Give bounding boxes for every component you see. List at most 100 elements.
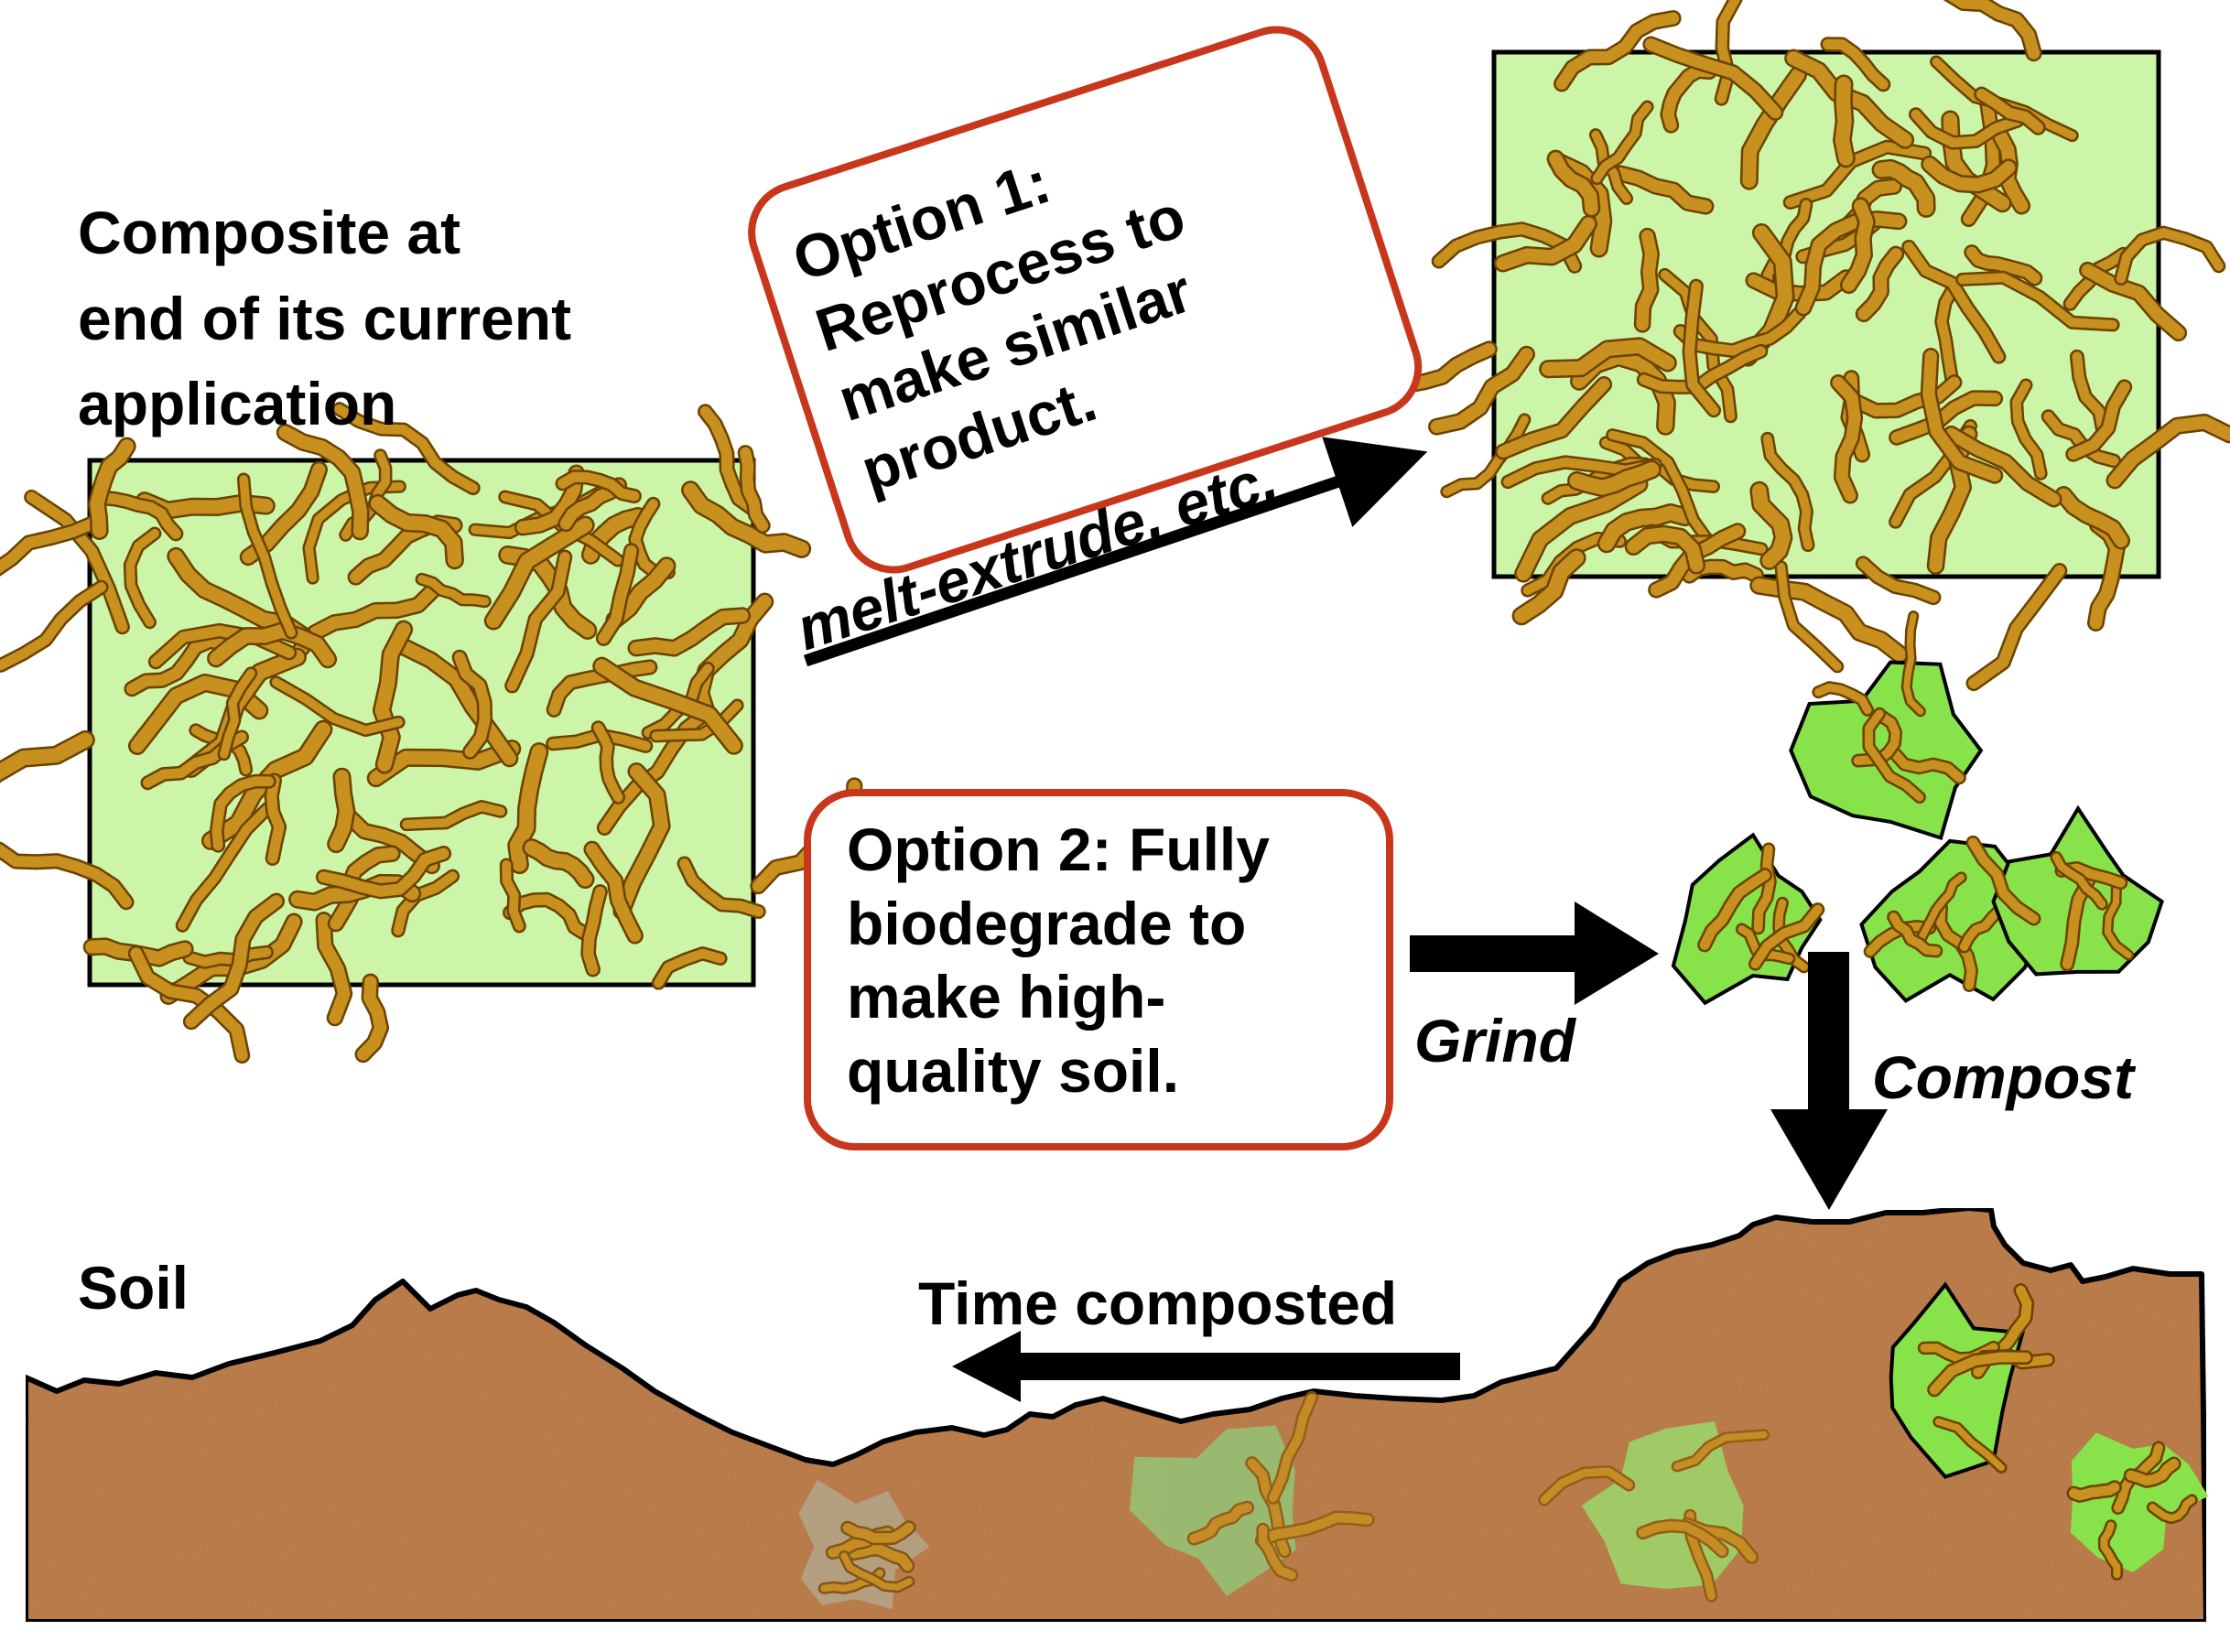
buried-degrading-fragments (798, 1281, 2209, 1610)
composite-fragment (1889, 1281, 2055, 1479)
fiber-core (1968, 565, 2065, 689)
composite-fragment (1538, 1421, 1770, 1603)
fiber (1428, 345, 1535, 436)
composite-fragment (1965, 804, 2164, 977)
fiber (1751, 842, 1777, 935)
fiber (2102, 880, 2135, 961)
fiber-core (2067, 381, 2130, 460)
fiber (1830, 374, 1864, 504)
fiber-core (2062, 875, 2094, 969)
fiber (175, 802, 275, 933)
fiber-core (294, 583, 440, 656)
fiber-core (1751, 483, 1791, 568)
fiber-core (509, 744, 547, 872)
fiber (1672, 306, 1807, 359)
fiber-core (0, 582, 107, 671)
fiber-core (1842, 199, 1874, 292)
fiber-core (516, 467, 583, 534)
fiber-core (1864, 709, 1924, 802)
fiber-core (1903, 612, 1924, 715)
fiber-core (1627, 527, 1704, 573)
composite-label-line: application (78, 370, 397, 438)
fiber-core (2051, 853, 2106, 909)
fiber-core (1516, 477, 1646, 581)
fiber (1636, 343, 1769, 394)
fiber (209, 773, 276, 853)
fiber-core (1569, 462, 1660, 495)
fiber-core (271, 677, 404, 735)
fiber (1833, 74, 1856, 168)
fiber-core (1555, 12, 1680, 90)
fiber-core (1968, 837, 2039, 923)
fiber-core (185, 895, 283, 1028)
fiber (94, 490, 184, 542)
fiber (331, 402, 481, 496)
option2-text: Option 2: Fully biodegrade to make high-… (847, 813, 1270, 1107)
fiber-core (654, 948, 726, 988)
fiber (124, 632, 234, 697)
fiber-core (2069, 1482, 2120, 1501)
fiber (1943, 425, 2062, 508)
fiber-core (1929, 1352, 2031, 1395)
fiber (1774, 560, 1845, 674)
ground-composite-fragments (1671, 610, 2164, 1006)
fiber-core (26, 491, 128, 632)
fiber-core (1549, 152, 1598, 216)
fiber (276, 423, 370, 541)
fiber-core (220, 668, 255, 759)
fiber-core (1832, 376, 1861, 502)
fiber (592, 656, 743, 755)
composite-square-left (0, 402, 863, 1064)
fiber-core (1549, 154, 1610, 256)
fiber (1943, 0, 2042, 62)
fiber (217, 666, 258, 761)
fiber-core (1957, 273, 2118, 329)
fiber-core (699, 405, 758, 514)
fiber-core (1857, 557, 1939, 603)
fiber (580, 884, 608, 977)
fiber (1820, 37, 1891, 92)
fiber-core (1684, 281, 1719, 416)
fiber (838, 1549, 915, 1593)
fiber-core (1258, 1525, 1296, 1580)
fiber-core (2104, 883, 2132, 959)
fiber (1920, 348, 2004, 484)
fiber-core (1269, 1393, 1316, 1503)
fiber (514, 464, 585, 536)
fiber (681, 480, 812, 558)
fiber (1495, 376, 1613, 460)
fiber-core (2126, 1458, 2180, 1486)
melt-extrude-arrow (803, 437, 1428, 667)
fiber (1862, 707, 1926, 804)
fiber (1964, 244, 2043, 286)
composite-label-line: Composite at (78, 199, 461, 266)
fiber (2146, 1494, 2198, 1525)
fiber (1887, 746, 1966, 785)
fiber (1901, 239, 2007, 364)
fiber-core (651, 700, 742, 740)
fiber (595, 543, 640, 646)
fiber-core (1541, 339, 1675, 376)
fiber (0, 841, 135, 911)
fiber (2097, 1519, 2123, 1581)
fiber-core (1639, 346, 1766, 393)
fiber (123, 526, 162, 630)
fiber-core (558, 471, 640, 502)
fiber (1514, 475, 1649, 583)
fiber-core (1599, 505, 1693, 551)
fiber-core (2100, 1521, 2121, 1579)
fiber-core (369, 741, 519, 785)
fiber-core (1540, 1467, 1633, 1505)
fiber (1553, 10, 1682, 92)
fiber-core (211, 776, 275, 851)
fiber-core (594, 659, 742, 753)
fragment-shape (1581, 1421, 1744, 1589)
fiber (236, 472, 298, 640)
fiber-core (1822, 38, 1889, 90)
fiber (292, 581, 442, 658)
fiber-core (1947, 0, 2041, 59)
fiber (127, 945, 251, 1064)
fiber (1612, 165, 1715, 215)
composite-fragment (2066, 1432, 2209, 1581)
